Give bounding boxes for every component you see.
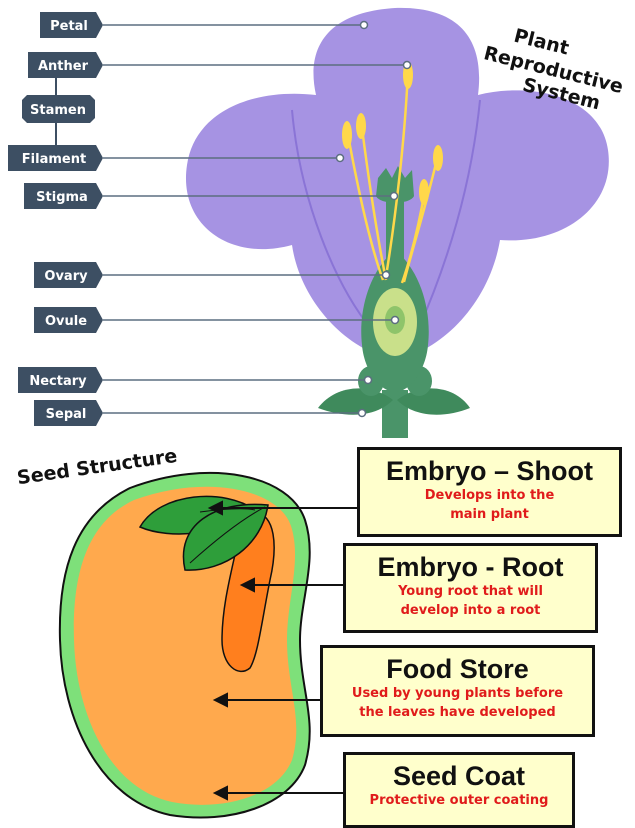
label-ovary: Ovary [34, 262, 103, 288]
svg-text:Nectary: Nectary [29, 374, 87, 389]
label-filament: Filament [8, 145, 103, 171]
box-description-line: Protective outer coating [346, 791, 572, 810]
flower-labels: Petal Anther Stamen Filament Stigma Ovar… [8, 12, 103, 426]
seed-illustration [60, 473, 310, 818]
box-heading: Food Store [323, 654, 592, 684]
svg-text:Anther: Anther [38, 59, 89, 74]
svg-text:Ovary: Ovary [44, 269, 88, 284]
box-description-line: Used by young plants before [323, 684, 592, 703]
box-description-line: Young root that will [346, 582, 595, 601]
svg-text:Petal: Petal [50, 19, 88, 34]
svg-text:Filament: Filament [22, 152, 86, 167]
info-box-embryo-shoot: Embryo – Shoot Develops into the main pl… [357, 447, 622, 537]
label-stigma: Stigma [24, 183, 103, 209]
info-box-embryo-root: Embryo - Root Young root that will devel… [343, 543, 598, 633]
info-box-food-store: Food Store Used by young plants before t… [320, 645, 595, 737]
label-stamen: Stamen [22, 95, 95, 123]
label-anther: Anther [28, 52, 103, 78]
svg-text:Sepal: Sepal [46, 407, 87, 422]
svg-text:Stamen: Stamen [30, 103, 86, 118]
box-heading: Seed Coat [346, 761, 572, 791]
box-heading: Embryo - Root [346, 552, 595, 582]
anther [433, 145, 443, 171]
anther [342, 121, 352, 149]
box-description-line: the leaves have developed [323, 703, 592, 722]
box-heading: Embryo – Shoot [360, 456, 619, 486]
box-description-line: Develops into the [360, 486, 619, 505]
label-nectary: Nectary [18, 367, 103, 393]
label-petal: Petal [40, 12, 103, 38]
svg-text:Ovule: Ovule [45, 314, 87, 329]
anther [356, 113, 366, 139]
box-description-line: develop into a root [346, 601, 595, 620]
box-description-line: main plant [360, 505, 619, 524]
label-sepal: Sepal [34, 400, 103, 426]
label-ovule: Ovule [34, 307, 103, 333]
info-box-seed-coat: Seed Coat Protective outer coating [343, 752, 575, 828]
sepal-left [318, 388, 393, 414]
anther [419, 179, 429, 205]
svg-text:Stigma: Stigma [36, 190, 88, 205]
